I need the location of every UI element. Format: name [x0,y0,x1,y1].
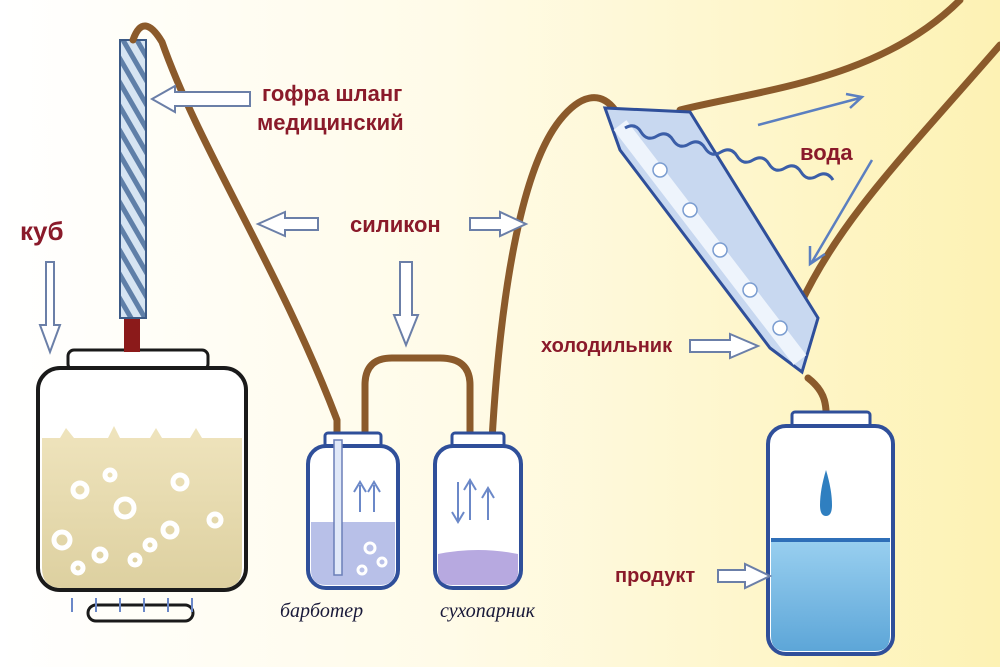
label-condenser: холодильник [541,335,673,357]
label-cube: куб [20,216,64,246]
tube-bubbler-to-steamer [361,354,474,464]
tube-cube-to-bubbler [129,22,341,564]
bubbler-jar [306,431,400,590]
product-jar [766,410,895,656]
silicone-tubes [129,0,1000,564]
arrow-condenser-icon [689,332,761,360]
arrow-cube-icon [38,261,62,355]
drop-icon [820,470,832,516]
arrow-silicone-down-icon [392,261,420,348]
label-product: продукт [615,565,695,587]
cube-vessel [36,348,248,623]
label-silicone: силикон [350,212,441,237]
tube-water-in [796,41,1000,309]
label-hose-line2: медицинский [257,110,404,135]
label-hose-line1: гофра шланг [262,81,402,106]
water-flow-arrows [757,92,874,267]
arrow-product-icon [717,562,773,590]
arrow-silicone-left-icon [255,210,319,238]
water-out-arrow-icon [757,92,865,127]
pointer-arrows [38,84,773,590]
tube-water-out [676,0,964,114]
cube-liquid [42,426,242,588]
heat-arrows [71,598,193,612]
corrugated-hose [119,39,147,352]
label-bubbler: барботер [280,600,363,622]
water-in-arrow-icon [808,159,874,267]
arrow-silicone-right-icon [469,210,529,238]
cube-bubbles [51,467,224,576]
dry-steamer-jar [433,431,523,590]
condenser [602,106,835,375]
arrow-hose-icon [149,84,251,114]
hose-connector [124,316,140,352]
label-dry-steamer: сухопарник [440,600,536,622]
tube-steamer-to-condenser [488,94,619,444]
label-water: вода [800,140,853,165]
cube-heater [86,603,195,623]
